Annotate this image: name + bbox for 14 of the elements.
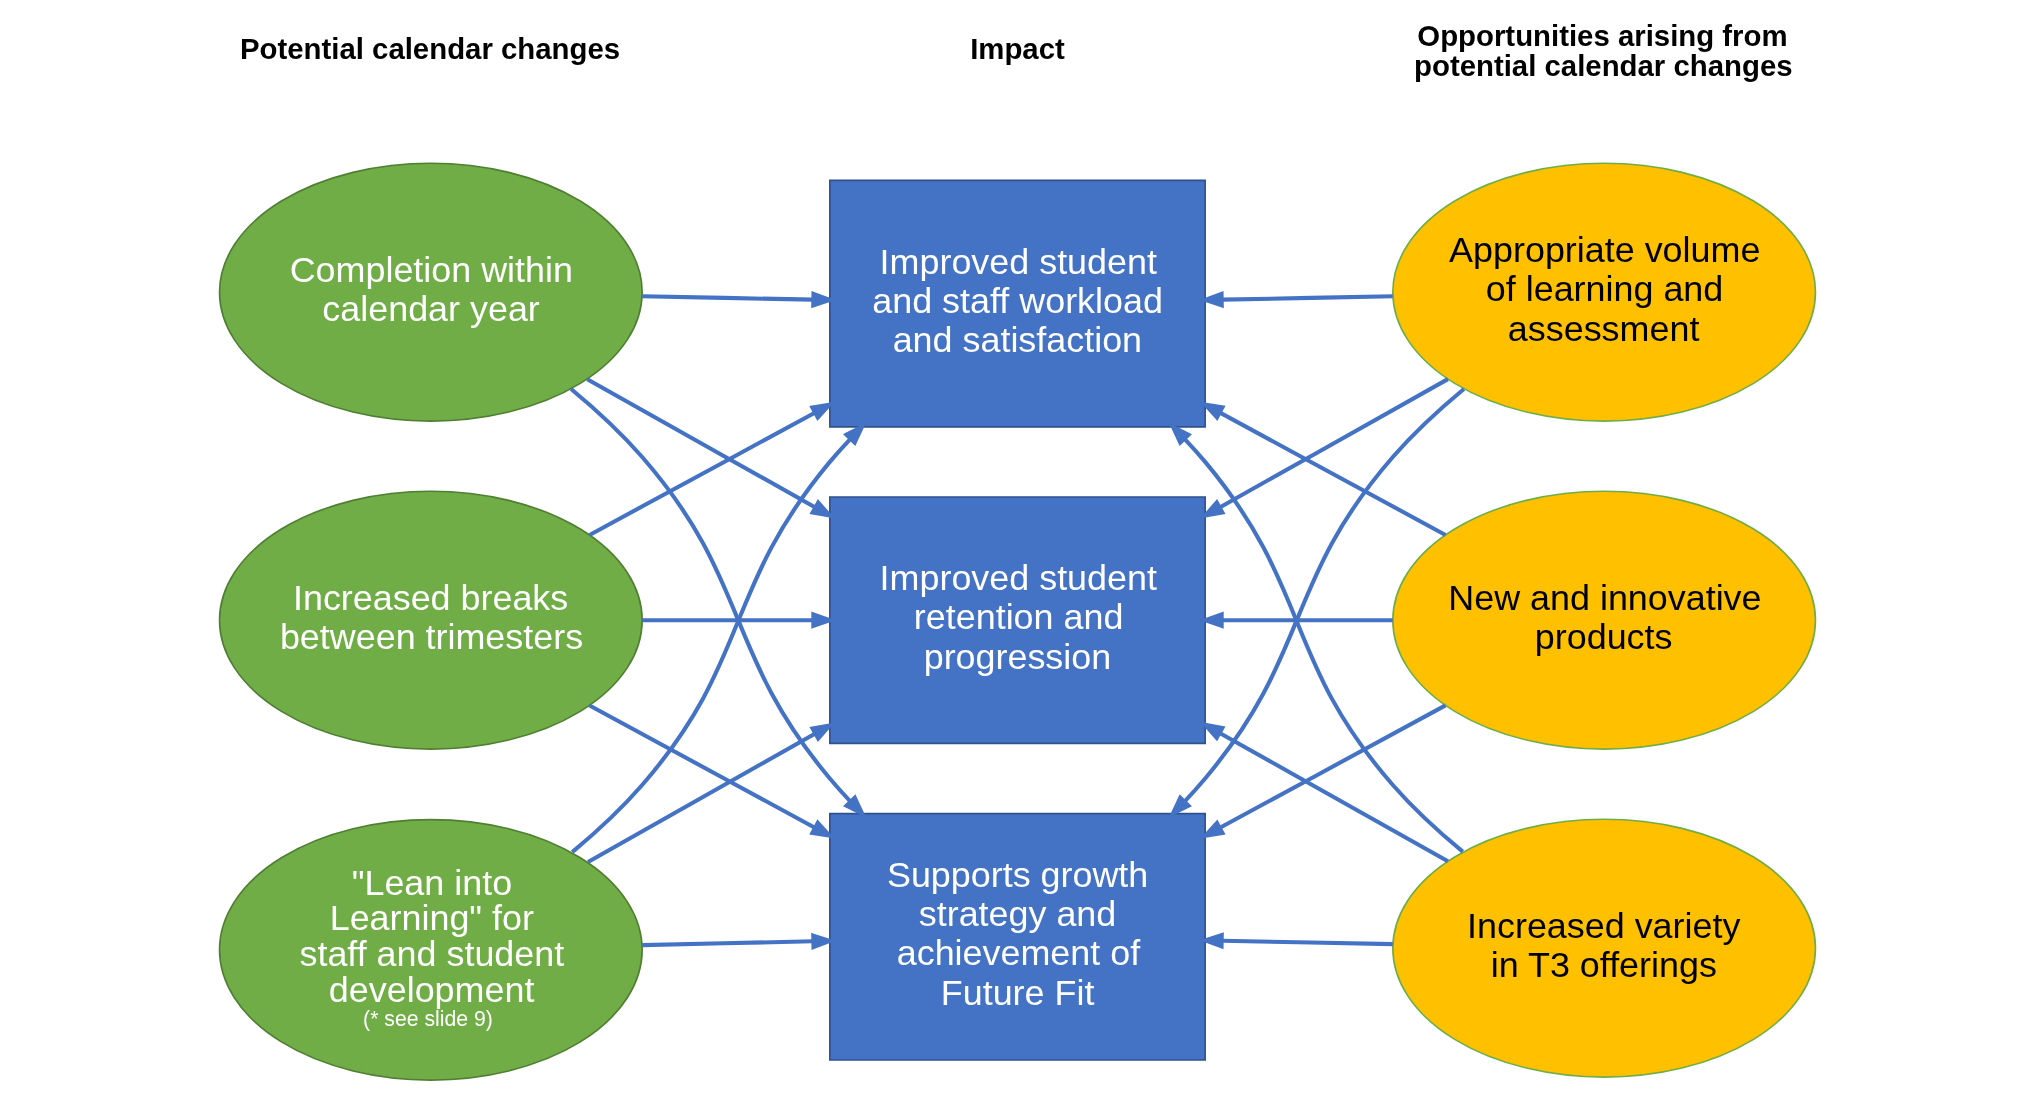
node-ellipse: "Lean into Learning" for staff and student development (* see slide 9) bbox=[218, 818, 643, 1081]
node-ellipse: Increased variety in T3 offerings bbox=[1391, 818, 1816, 1078]
node-ellipse: New and innovative products bbox=[1391, 490, 1816, 750]
node-box: Improved student retention and progression bbox=[828, 496, 1206, 745]
node-box: Supports growth strategy and achievement of Future Fit bbox=[828, 812, 1206, 1061]
label: Opportunities arising from potential calendar changes bbox=[1413, 19, 1793, 82]
label: Impact bbox=[969, 32, 1065, 66]
label: Potential calendar changes bbox=[239, 32, 620, 66]
node-box: Improved student and staff workload and satisfaction bbox=[828, 179, 1206, 428]
node-ellipse: Increased breaks between trimesters bbox=[218, 490, 643, 750]
node-ellipse: Appropriate volume of learning and assessment bbox=[1391, 162, 1816, 422]
node-ellipse: Completion within calendar year bbox=[218, 162, 643, 422]
arrow bbox=[1168, 387, 1465, 818]
arrow bbox=[569, 387, 866, 818]
